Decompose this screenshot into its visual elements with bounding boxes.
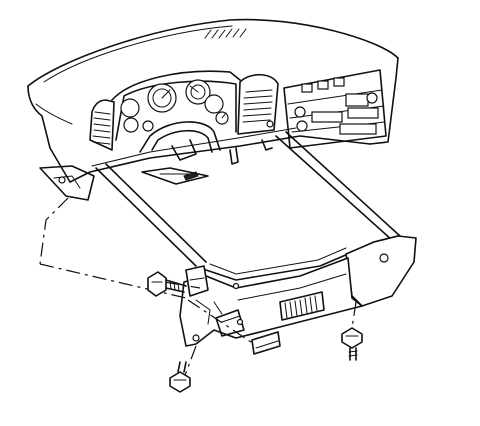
radio-hvac-stack-icon <box>283 69 387 149</box>
left-air-vent-icon <box>89 99 115 151</box>
steering-column-icon <box>139 121 221 185</box>
hex-bolt-icon <box>147 271 187 297</box>
gauge-cluster-icon <box>120 79 229 133</box>
left-mounting-bracket <box>39 165 95 201</box>
mounting-rails <box>95 131 401 267</box>
instrument-panel <box>27 18 399 185</box>
panel-vent-grille-icon <box>279 291 325 321</box>
knee-bolster-panel-icon <box>179 235 417 355</box>
screw-icon-left <box>169 361 191 393</box>
screw-icon-right <box>341 327 363 361</box>
right-air-vent-icon <box>237 73 279 135</box>
